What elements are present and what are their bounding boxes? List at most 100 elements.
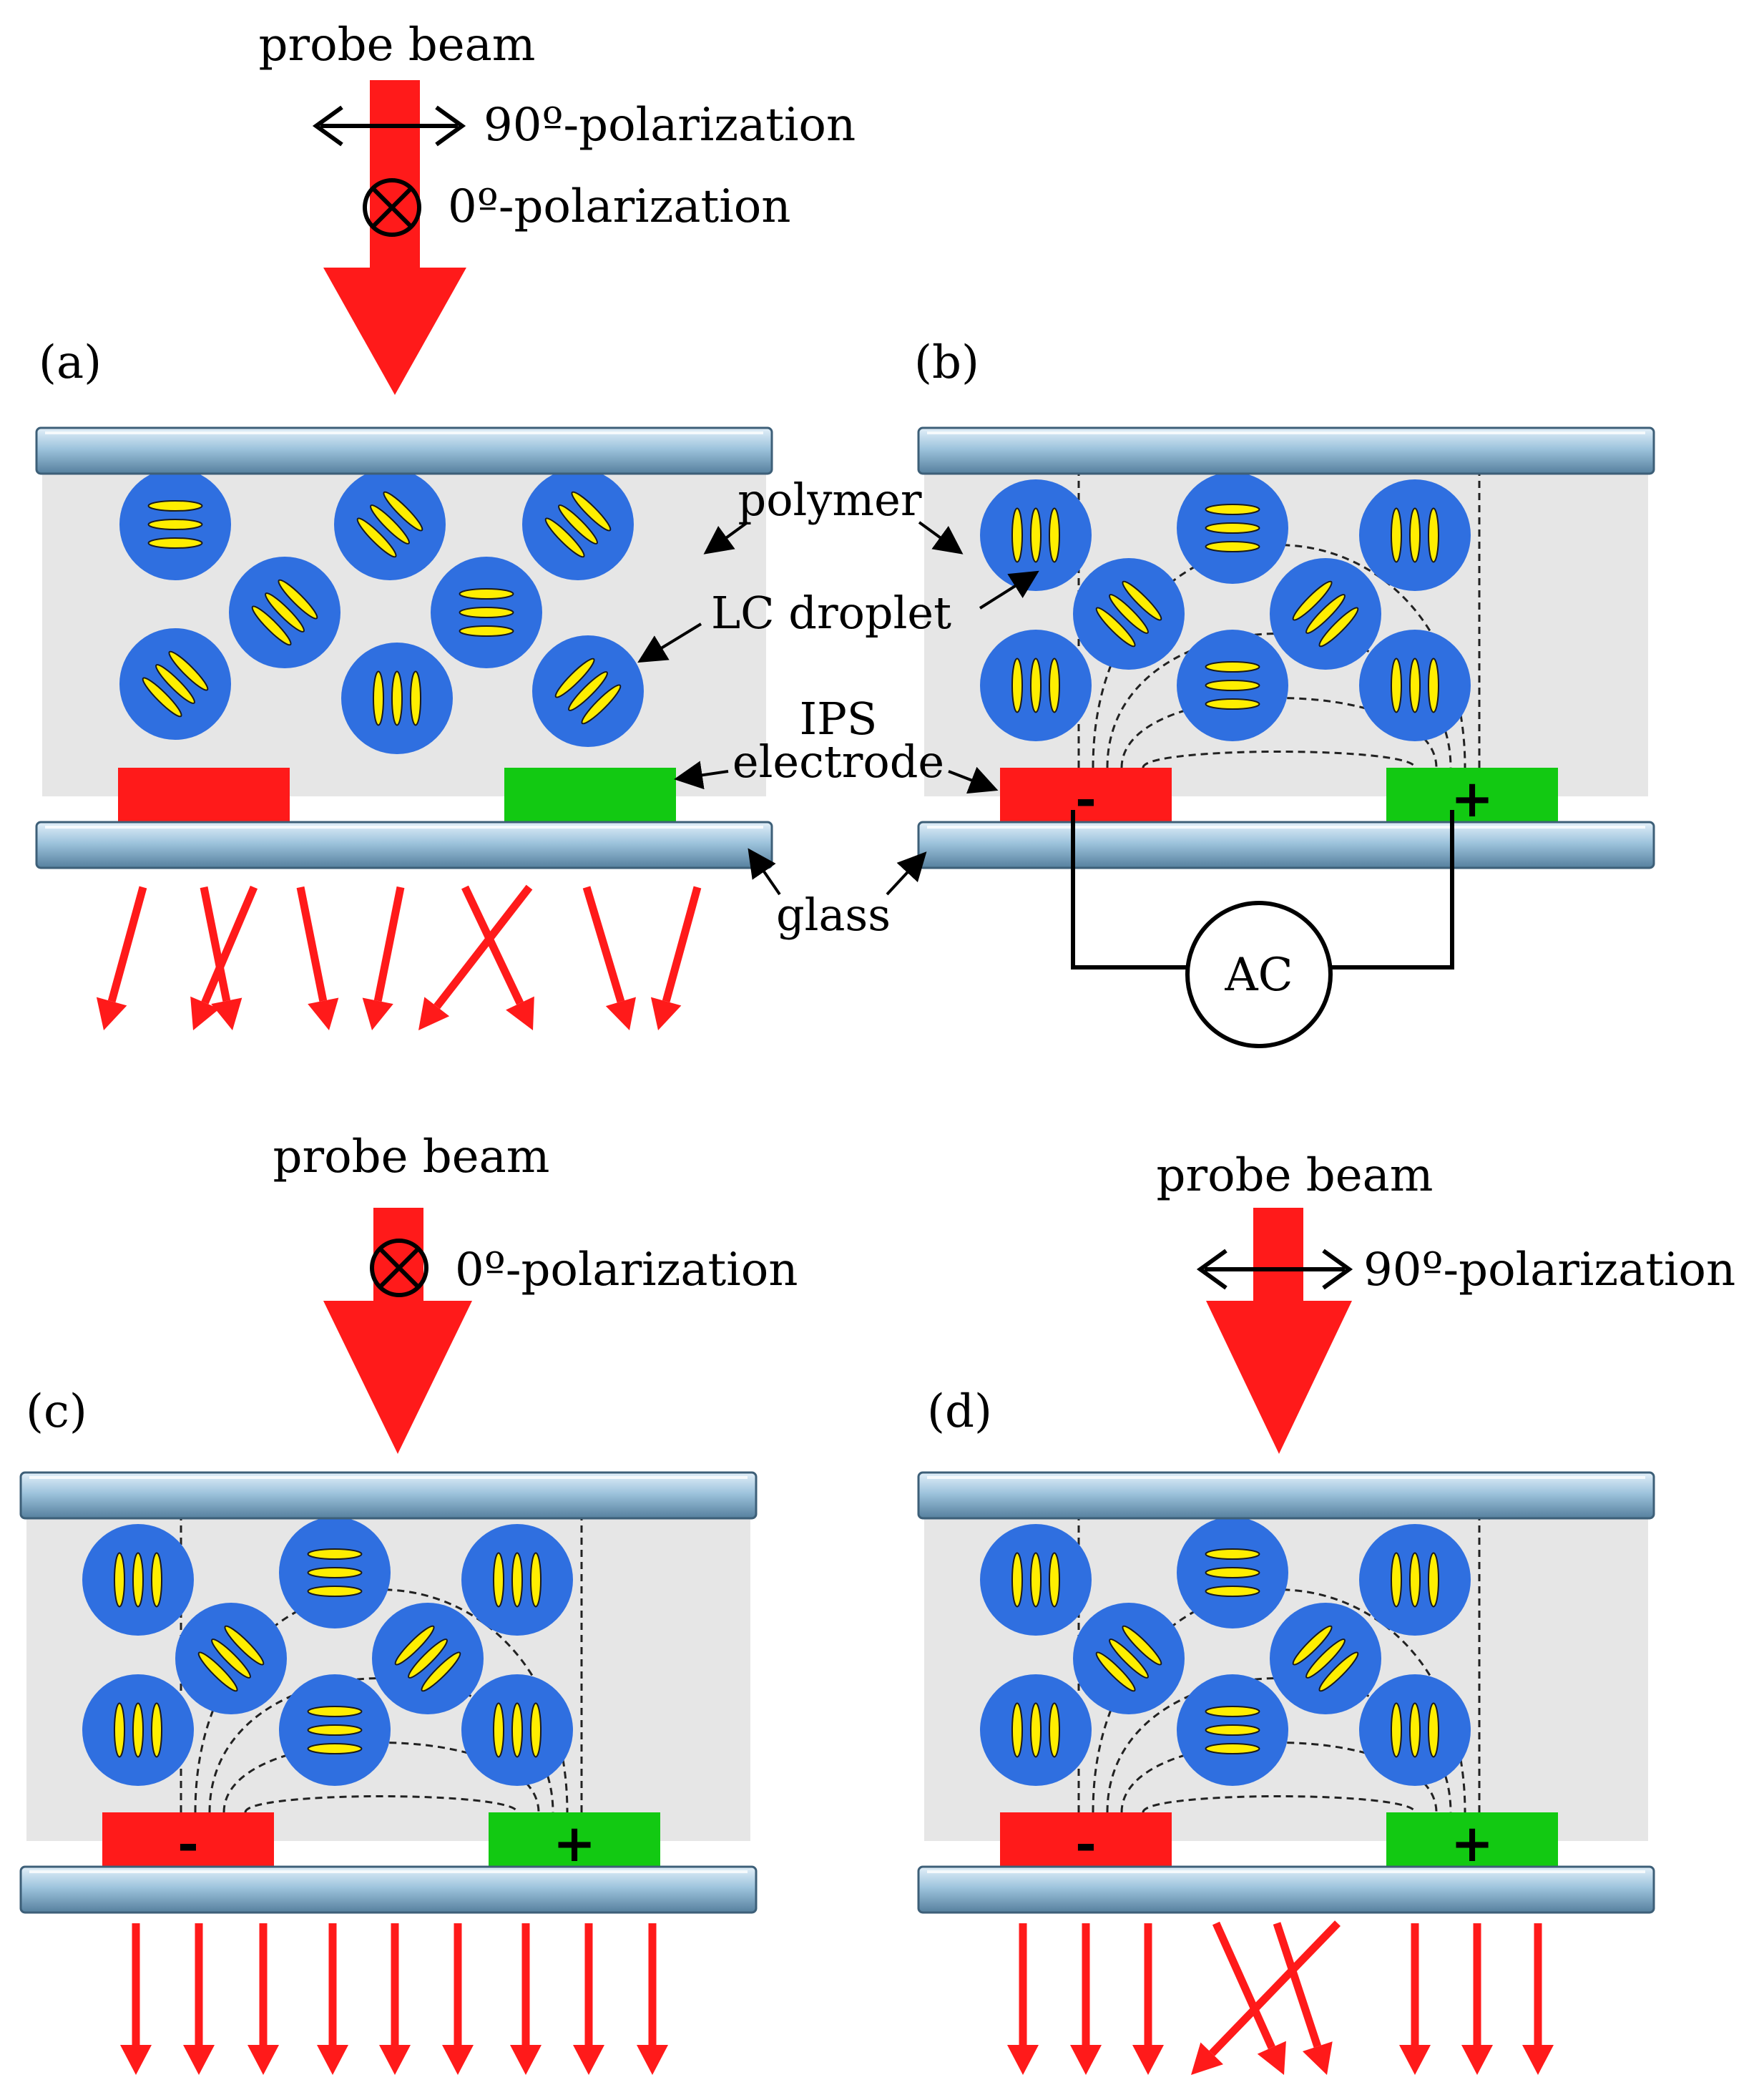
lc-molecule bbox=[1048, 507, 1061, 563]
panel-label-a: (a) bbox=[39, 336, 102, 389]
ac-circuit bbox=[1071, 810, 1454, 1048]
lc-droplet bbox=[980, 630, 1092, 741]
output-ray bbox=[1191, 1920, 1341, 2075]
glass-pointer-right bbox=[886, 851, 927, 896]
bottom-glass bbox=[917, 821, 1655, 869]
lc-molecule bbox=[1048, 1552, 1061, 1608]
electrode-pointer-left bbox=[674, 761, 729, 790]
lc-molecule bbox=[408, 1639, 448, 1679]
lc-droplet-pointer-right bbox=[979, 570, 1039, 610]
lc-droplet bbox=[431, 557, 542, 668]
lc-droplet bbox=[119, 628, 231, 740]
ips-electrode-positive bbox=[504, 768, 676, 825]
lc-droplet bbox=[175, 1603, 287, 1714]
lc-molecule bbox=[1095, 607, 1136, 648]
lc-molecule bbox=[1205, 698, 1260, 710]
pol-90-label-a: 90º-polarization bbox=[484, 99, 856, 152]
lc-molecule bbox=[1390, 1552, 1403, 1608]
lc-droplet bbox=[279, 1517, 391, 1628]
lc-molecule bbox=[459, 587, 514, 600]
lc-molecule bbox=[394, 1625, 435, 1666]
lc-molecule bbox=[511, 1702, 524, 1758]
top-glass bbox=[917, 1471, 1655, 1520]
output-ray bbox=[582, 886, 637, 1030]
lc-molecule bbox=[1029, 1702, 1042, 1758]
lc-molecule bbox=[1408, 1552, 1421, 1608]
lc-droplet bbox=[980, 479, 1092, 591]
lc-droplet bbox=[1177, 1517, 1288, 1628]
lc-molecule bbox=[251, 605, 292, 646]
lc-droplet bbox=[1270, 558, 1381, 670]
lc-molecule bbox=[581, 684, 622, 725]
ips-label: IPS bbox=[800, 693, 878, 745]
lc-droplet bbox=[1073, 558, 1185, 670]
top-glass bbox=[19, 1471, 758, 1520]
output-ray bbox=[442, 1923, 474, 2075]
lc-molecule bbox=[571, 491, 612, 532]
output-ray bbox=[317, 1923, 348, 2075]
lc-molecule bbox=[1011, 1552, 1024, 1608]
lc-droplet-label: LC droplet bbox=[711, 587, 951, 639]
lc-droplet bbox=[1270, 1603, 1381, 1714]
lc-molecule bbox=[372, 670, 385, 726]
lc-molecule bbox=[568, 671, 608, 711]
output-ray bbox=[1399, 1923, 1431, 2075]
lc-molecule bbox=[554, 658, 595, 698]
output-ray bbox=[183, 1923, 215, 2075]
lc-molecule bbox=[278, 579, 318, 620]
lc-molecule bbox=[1318, 1651, 1359, 1692]
lc-molecule bbox=[1029, 658, 1042, 713]
glass-pointer-left bbox=[748, 848, 781, 896]
double-headed-arrow-icon bbox=[312, 105, 466, 147]
lc-droplet bbox=[82, 1524, 194, 1636]
ips-electrode-negative bbox=[1000, 1812, 1172, 1870]
output-ray bbox=[1212, 1921, 1286, 2075]
ips-electrode-positive bbox=[1386, 1812, 1558, 1870]
output-rays-c bbox=[120, 1923, 668, 2075]
field-line bbox=[1142, 1795, 1416, 1813]
lc-molecule bbox=[1427, 507, 1440, 563]
pol-0-label-a: 0º-polarization bbox=[448, 180, 790, 233]
lc-molecule bbox=[113, 1702, 126, 1758]
lc-molecule bbox=[1390, 507, 1403, 563]
probe-beam-c bbox=[323, 1208, 472, 1454]
lc-molecule bbox=[1011, 507, 1024, 563]
ips-electrode-positive-sign: + bbox=[1451, 768, 1494, 829]
lc-molecule bbox=[459, 625, 514, 638]
lc-molecule bbox=[529, 1702, 542, 1758]
electrode-label: electrode bbox=[732, 736, 944, 788]
lc-molecule bbox=[383, 491, 423, 532]
ips-electrode-negative-sign: - bbox=[1075, 1812, 1097, 1873]
probe-beam-label-a: probe beam bbox=[259, 19, 536, 72]
lc-molecule bbox=[1205, 1705, 1260, 1718]
lc-molecule bbox=[1095, 1651, 1136, 1692]
lc-molecule bbox=[1029, 1552, 1042, 1608]
lc-molecule bbox=[147, 518, 203, 531]
ips-electrode-negative bbox=[118, 768, 290, 825]
lc-droplet bbox=[82, 1674, 194, 1786]
pol-90-label-d: 90º-polarization bbox=[1363, 1244, 1735, 1296]
output-ray bbox=[637, 1923, 668, 2075]
field-line bbox=[1142, 751, 1416, 768]
lc-molecule bbox=[1427, 658, 1440, 713]
lc-molecule bbox=[1408, 658, 1421, 713]
lc-molecule bbox=[307, 1548, 363, 1561]
lc-molecule bbox=[1205, 1724, 1260, 1737]
lc-droplet bbox=[1359, 1524, 1471, 1636]
circle-x-icon bbox=[370, 1239, 428, 1297]
pol-0-label-c: 0º-polarization bbox=[455, 1244, 798, 1296]
polymer-pointer-right bbox=[918, 521, 964, 555]
ips-electrode-negative-sign: - bbox=[177, 1812, 199, 1873]
ac-source-symbol bbox=[1185, 901, 1333, 1048]
ips-electrode-positive-sign: + bbox=[553, 1812, 596, 1873]
lc-molecule bbox=[1205, 660, 1260, 673]
lc-molecule bbox=[1427, 1702, 1440, 1758]
lc-droplet bbox=[1359, 1674, 1471, 1786]
lc-molecule bbox=[1292, 1625, 1333, 1666]
probe-beam-d bbox=[1206, 1208, 1352, 1454]
top-glass bbox=[917, 426, 1655, 475]
output-ray bbox=[379, 1923, 411, 2075]
output-ray bbox=[190, 885, 258, 1030]
